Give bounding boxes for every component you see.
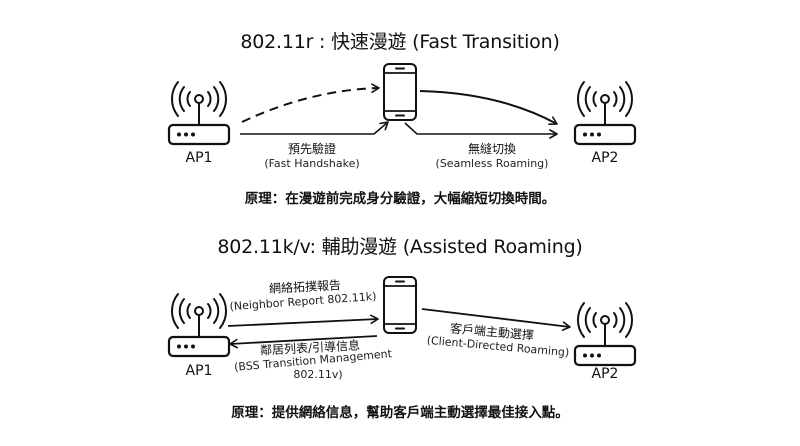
fast-handshake-label-en: (Fast Handshake) bbox=[264, 157, 360, 170]
ap1-router-icon bbox=[167, 80, 231, 146]
fast-handshake-arrow bbox=[240, 121, 389, 135]
seamless-roaming-label-zh: 無縫切換 bbox=[467, 142, 516, 156]
ap1-label-2: AP1 bbox=[185, 363, 213, 379]
section1-principle: 原理：在漫遊前完成身分驗證，大幅縮短切換時間。 bbox=[244, 191, 556, 207]
section2-title: 802.11k/v: 輔助漫遊 (Assisted Roaming) bbox=[217, 236, 583, 258]
bss-transition-label-en-2: 802.11v) bbox=[293, 368, 343, 381]
client-phone-icon bbox=[383, 63, 417, 121]
ap2-label: AP2 bbox=[591, 150, 619, 166]
fast-handshake-label-zh: 預先驗證 bbox=[287, 142, 336, 156]
neighbor-report-arrow bbox=[227, 314, 379, 327]
ap1-label: AP1 bbox=[185, 150, 213, 166]
pre-auth-dashed-arrow bbox=[241, 83, 380, 123]
ap2-router-icon-2 bbox=[573, 301, 637, 367]
ap2-router-icon bbox=[573, 80, 637, 146]
seamless-curve-arrow bbox=[419, 90, 558, 125]
seamless-roaming-label-en: (Seamless Roaming) bbox=[435, 157, 549, 170]
bss-transition-arrow bbox=[229, 335, 378, 349]
seamless-roaming-arrow bbox=[404, 122, 558, 139]
client-directed-arrow bbox=[421, 308, 571, 331]
section1-title: 802.11r : 快速漫遊 (Fast Transition) bbox=[240, 31, 560, 53]
section2-principle: 原理：提供網絡信息，幫助客戶端主動選擇最佳接入點。 bbox=[231, 405, 569, 421]
client-phone-icon-2 bbox=[383, 276, 417, 334]
ap2-label-2: AP2 bbox=[591, 366, 619, 382]
